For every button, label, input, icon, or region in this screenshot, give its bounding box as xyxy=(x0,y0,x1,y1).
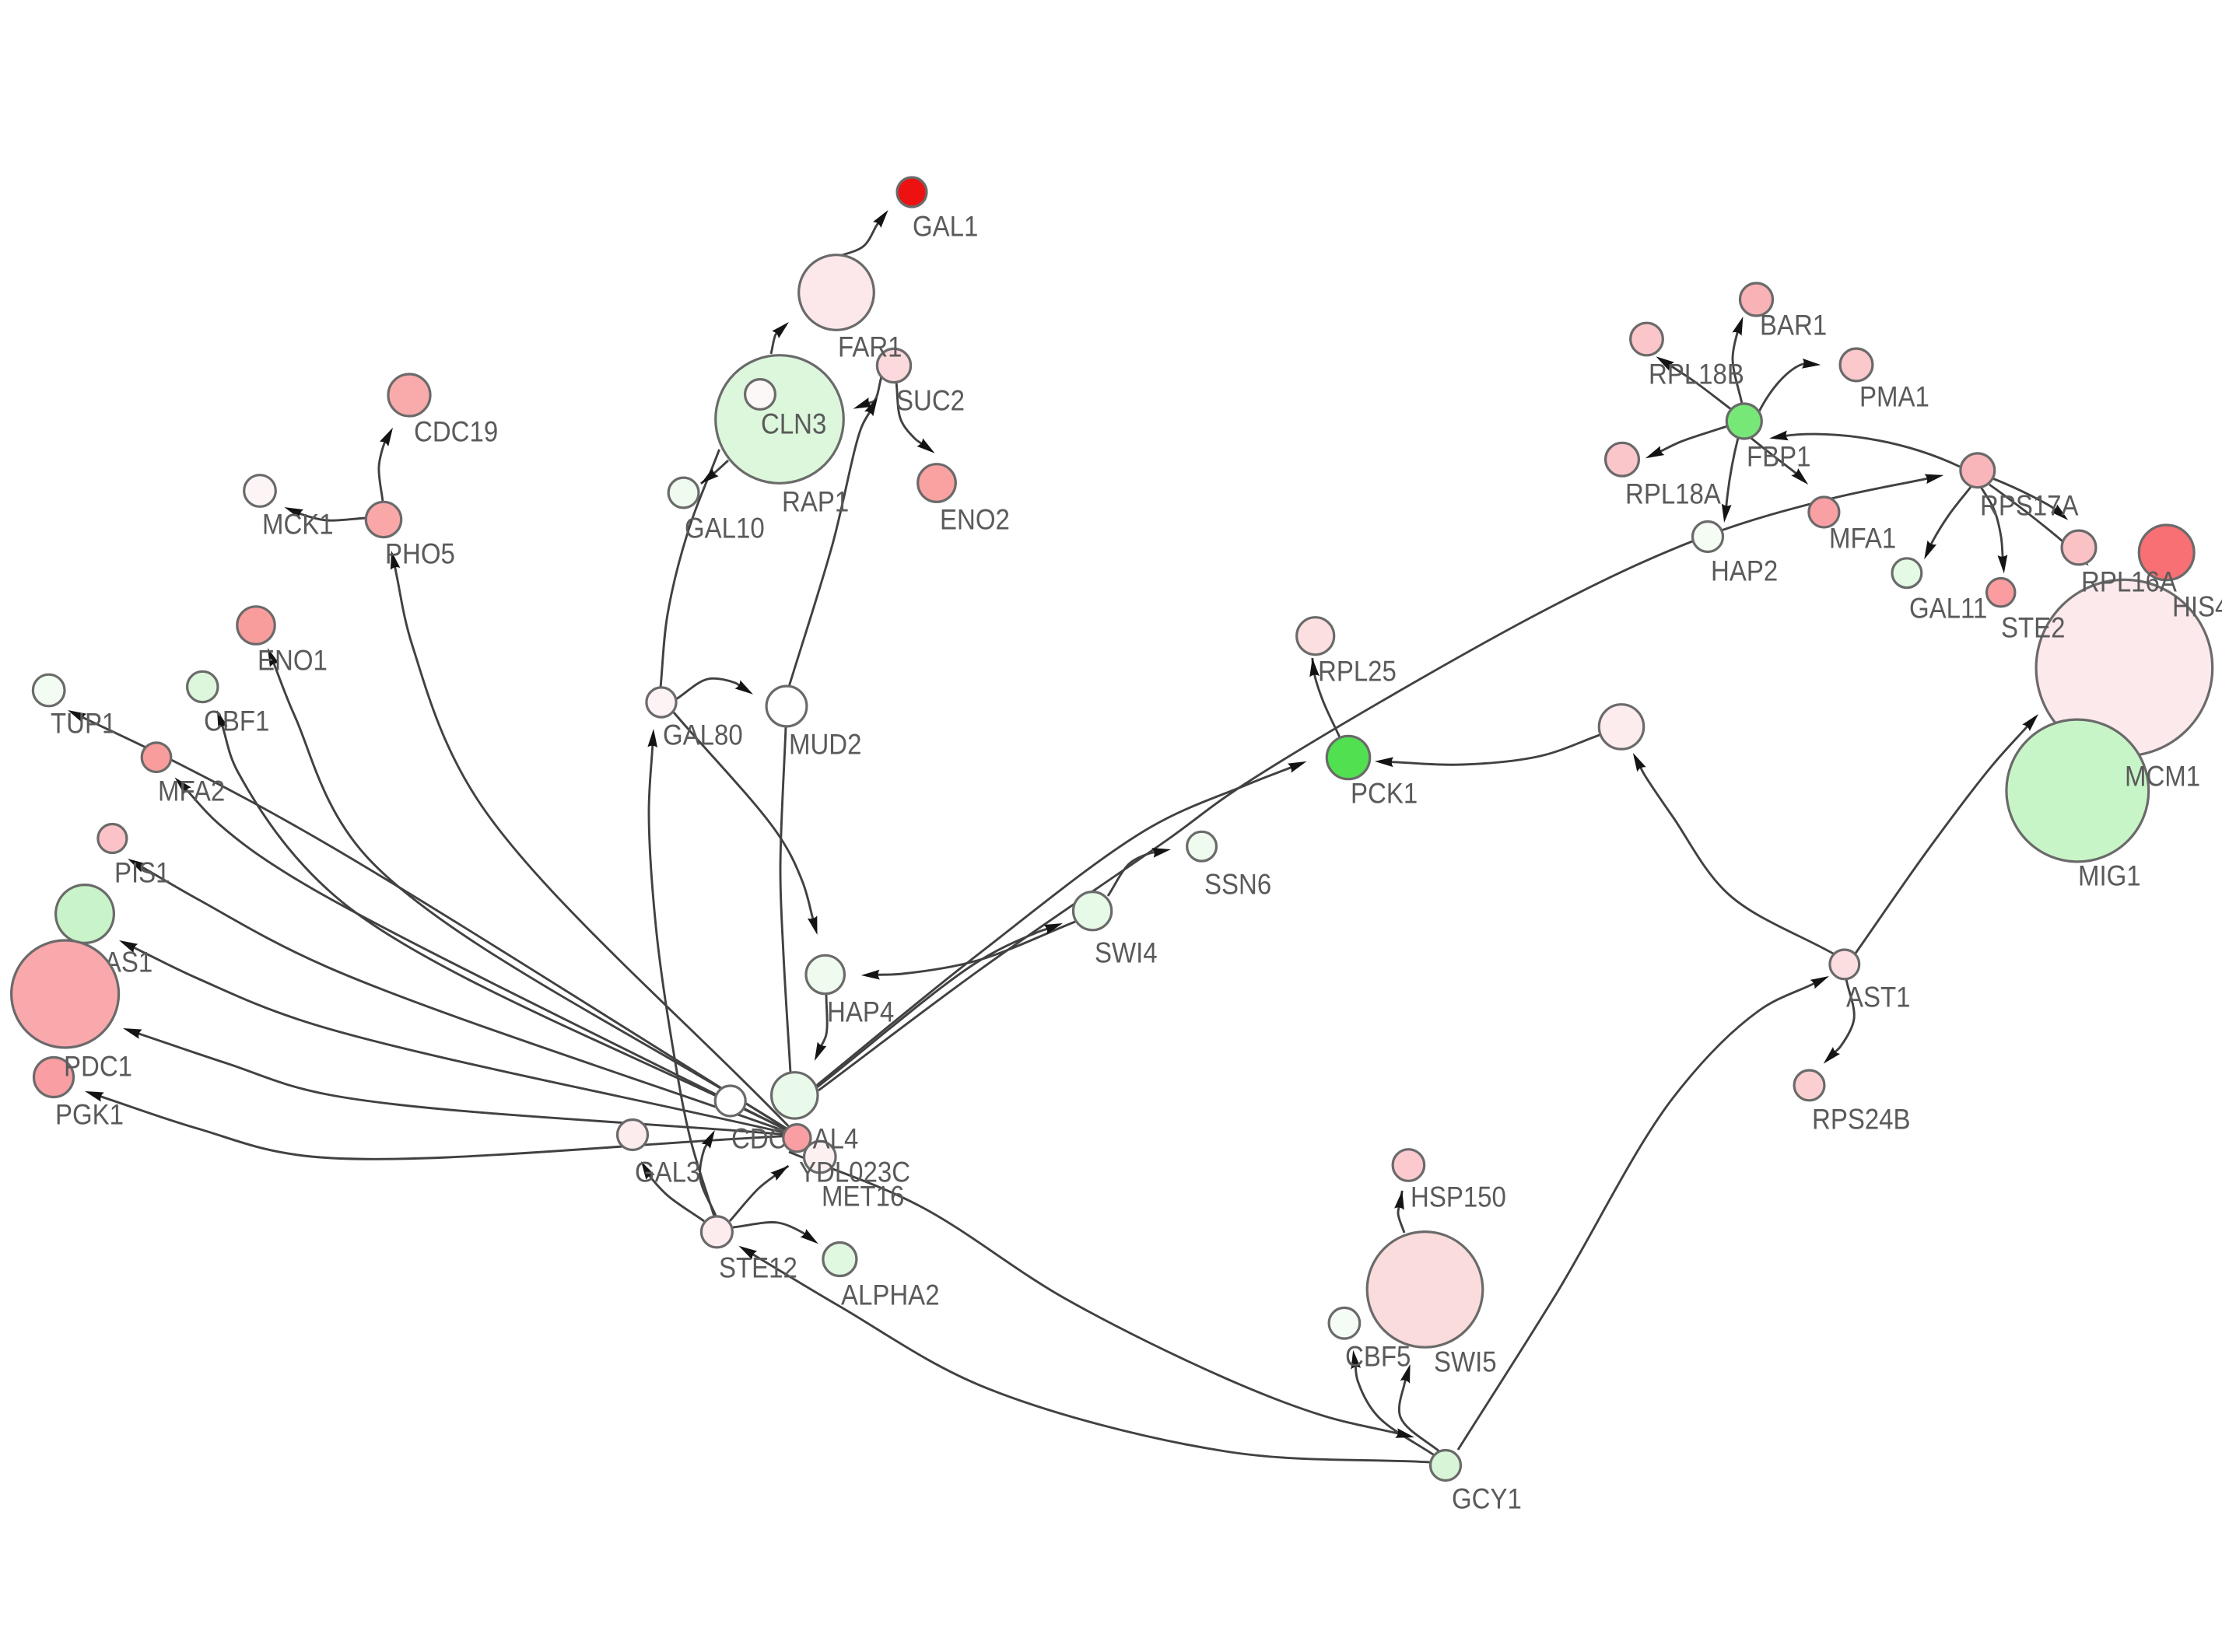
svg-text:GAL80: GAL80 xyxy=(663,719,743,751)
svg-text:BAR1: BAR1 xyxy=(1760,309,1827,341)
svg-text:TUP1: TUP1 xyxy=(51,707,116,739)
svg-text:MET16: MET16 xyxy=(822,1180,904,1212)
svg-text:MUD2: MUD2 xyxy=(789,728,861,760)
svg-text:RPS17A: RPS17A xyxy=(1980,489,2079,521)
svg-text:MCK1: MCK1 xyxy=(262,508,334,540)
svg-text:SSN6: SSN6 xyxy=(1204,868,1271,900)
svg-text:GCY1: GCY1 xyxy=(1452,1482,1522,1514)
svg-text:YDL023C: YDL023C xyxy=(799,1156,910,1188)
svg-text:PIS1: PIS1 xyxy=(114,856,170,888)
svg-text:PMA1: PMA1 xyxy=(1859,380,1929,412)
svg-text:RPS24B: RPS24B xyxy=(1812,1103,1911,1135)
svg-text:RPL25: RPL25 xyxy=(1318,655,1397,687)
svg-text:HSP150: HSP150 xyxy=(1411,1181,1506,1213)
svg-text:SWI5: SWI5 xyxy=(1434,1346,1497,1377)
svg-text:MCM1: MCM1 xyxy=(2125,760,2200,792)
svg-text:STE2: STE2 xyxy=(2001,611,2066,643)
svg-text:RPL18A: RPL18A xyxy=(1625,478,1721,509)
svg-text:FAR1: FAR1 xyxy=(838,331,902,362)
svg-text:GAL11: GAL11 xyxy=(1909,592,1987,624)
svg-text:MIG1: MIG1 xyxy=(2078,859,2141,891)
svg-text:CBF1: CBF1 xyxy=(204,705,269,737)
svg-text:GAL10: GAL10 xyxy=(685,512,765,544)
svg-text:SUC2: SUC2 xyxy=(896,384,965,416)
svg-text:RPL16A: RPL16A xyxy=(2081,565,2177,597)
svg-text:RPL18B: RPL18B xyxy=(1649,358,1744,390)
svg-text:SWI4: SWI4 xyxy=(1095,936,1158,968)
svg-text:RAP1: RAP1 xyxy=(782,485,849,517)
svg-text:STE12: STE12 xyxy=(719,1251,797,1283)
svg-text:FBP1: FBP1 xyxy=(1747,440,1811,472)
svg-text:GAL3: GAL3 xyxy=(635,1156,700,1188)
svg-text:MFA1: MFA1 xyxy=(1829,522,1896,554)
svg-text:CBF5: CBF5 xyxy=(1345,1340,1411,1372)
svg-text:HIS4: HIS4 xyxy=(2172,590,2222,622)
svg-text:CLN3: CLN3 xyxy=(761,408,826,439)
svg-text:ENO2: ENO2 xyxy=(940,503,1010,535)
svg-text:GAL1: GAL1 xyxy=(913,210,978,242)
svg-text:HAP2: HAP2 xyxy=(1711,555,1778,586)
svg-text:AST1: AST1 xyxy=(1846,981,1911,1013)
svg-text:PHO5: PHO5 xyxy=(385,537,455,569)
svg-text:CDC19: CDC19 xyxy=(414,415,498,447)
svg-text:PCK1: PCK1 xyxy=(1351,777,1418,809)
svg-text:MFA2: MFA2 xyxy=(158,775,225,807)
svg-text:PDC1: PDC1 xyxy=(64,1050,132,1082)
svg-text:HAP4: HAP4 xyxy=(827,996,894,1027)
svg-text:ENO1: ENO1 xyxy=(258,644,328,676)
svg-text:PGK1: PGK1 xyxy=(55,1098,124,1130)
svg-text:ALPHA2: ALPHA2 xyxy=(841,1279,940,1311)
